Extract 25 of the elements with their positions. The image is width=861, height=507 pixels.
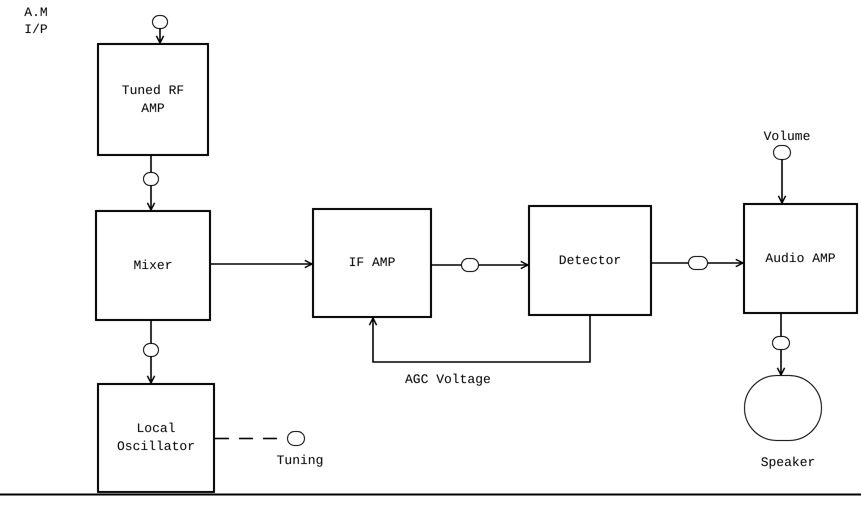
block-label: Audio AMP	[765, 250, 836, 268]
arrow	[778, 160, 786, 204]
block-box	[528, 205, 652, 316]
block-label: Tuned RF AMP	[120, 82, 186, 118]
block-box	[743, 203, 858, 314]
block-box	[97, 43, 209, 156]
node-caption: Volume	[762, 128, 812, 145]
block-label: Detector	[558, 252, 622, 270]
arrow	[708, 258, 744, 268]
arrow	[776, 350, 786, 376]
arrow	[479, 260, 529, 270]
node-caption: Tuning	[276, 452, 324, 469]
block-box	[95, 210, 211, 321]
node-caption: Speaker	[760, 454, 816, 471]
block-box	[312, 208, 432, 318]
input-label: A.M I/P	[23, 4, 49, 38]
block-label: IF AMP	[348, 254, 396, 272]
arrow	[156, 29, 164, 44]
arrow	[146, 186, 156, 211]
block-label: Local Oscillator	[116, 420, 196, 456]
arrow	[146, 357, 156, 384]
arrow	[368, 316, 591, 363]
arrow	[211, 260, 313, 268]
block-label: Mixer	[133, 256, 172, 274]
block-box	[97, 383, 215, 493]
